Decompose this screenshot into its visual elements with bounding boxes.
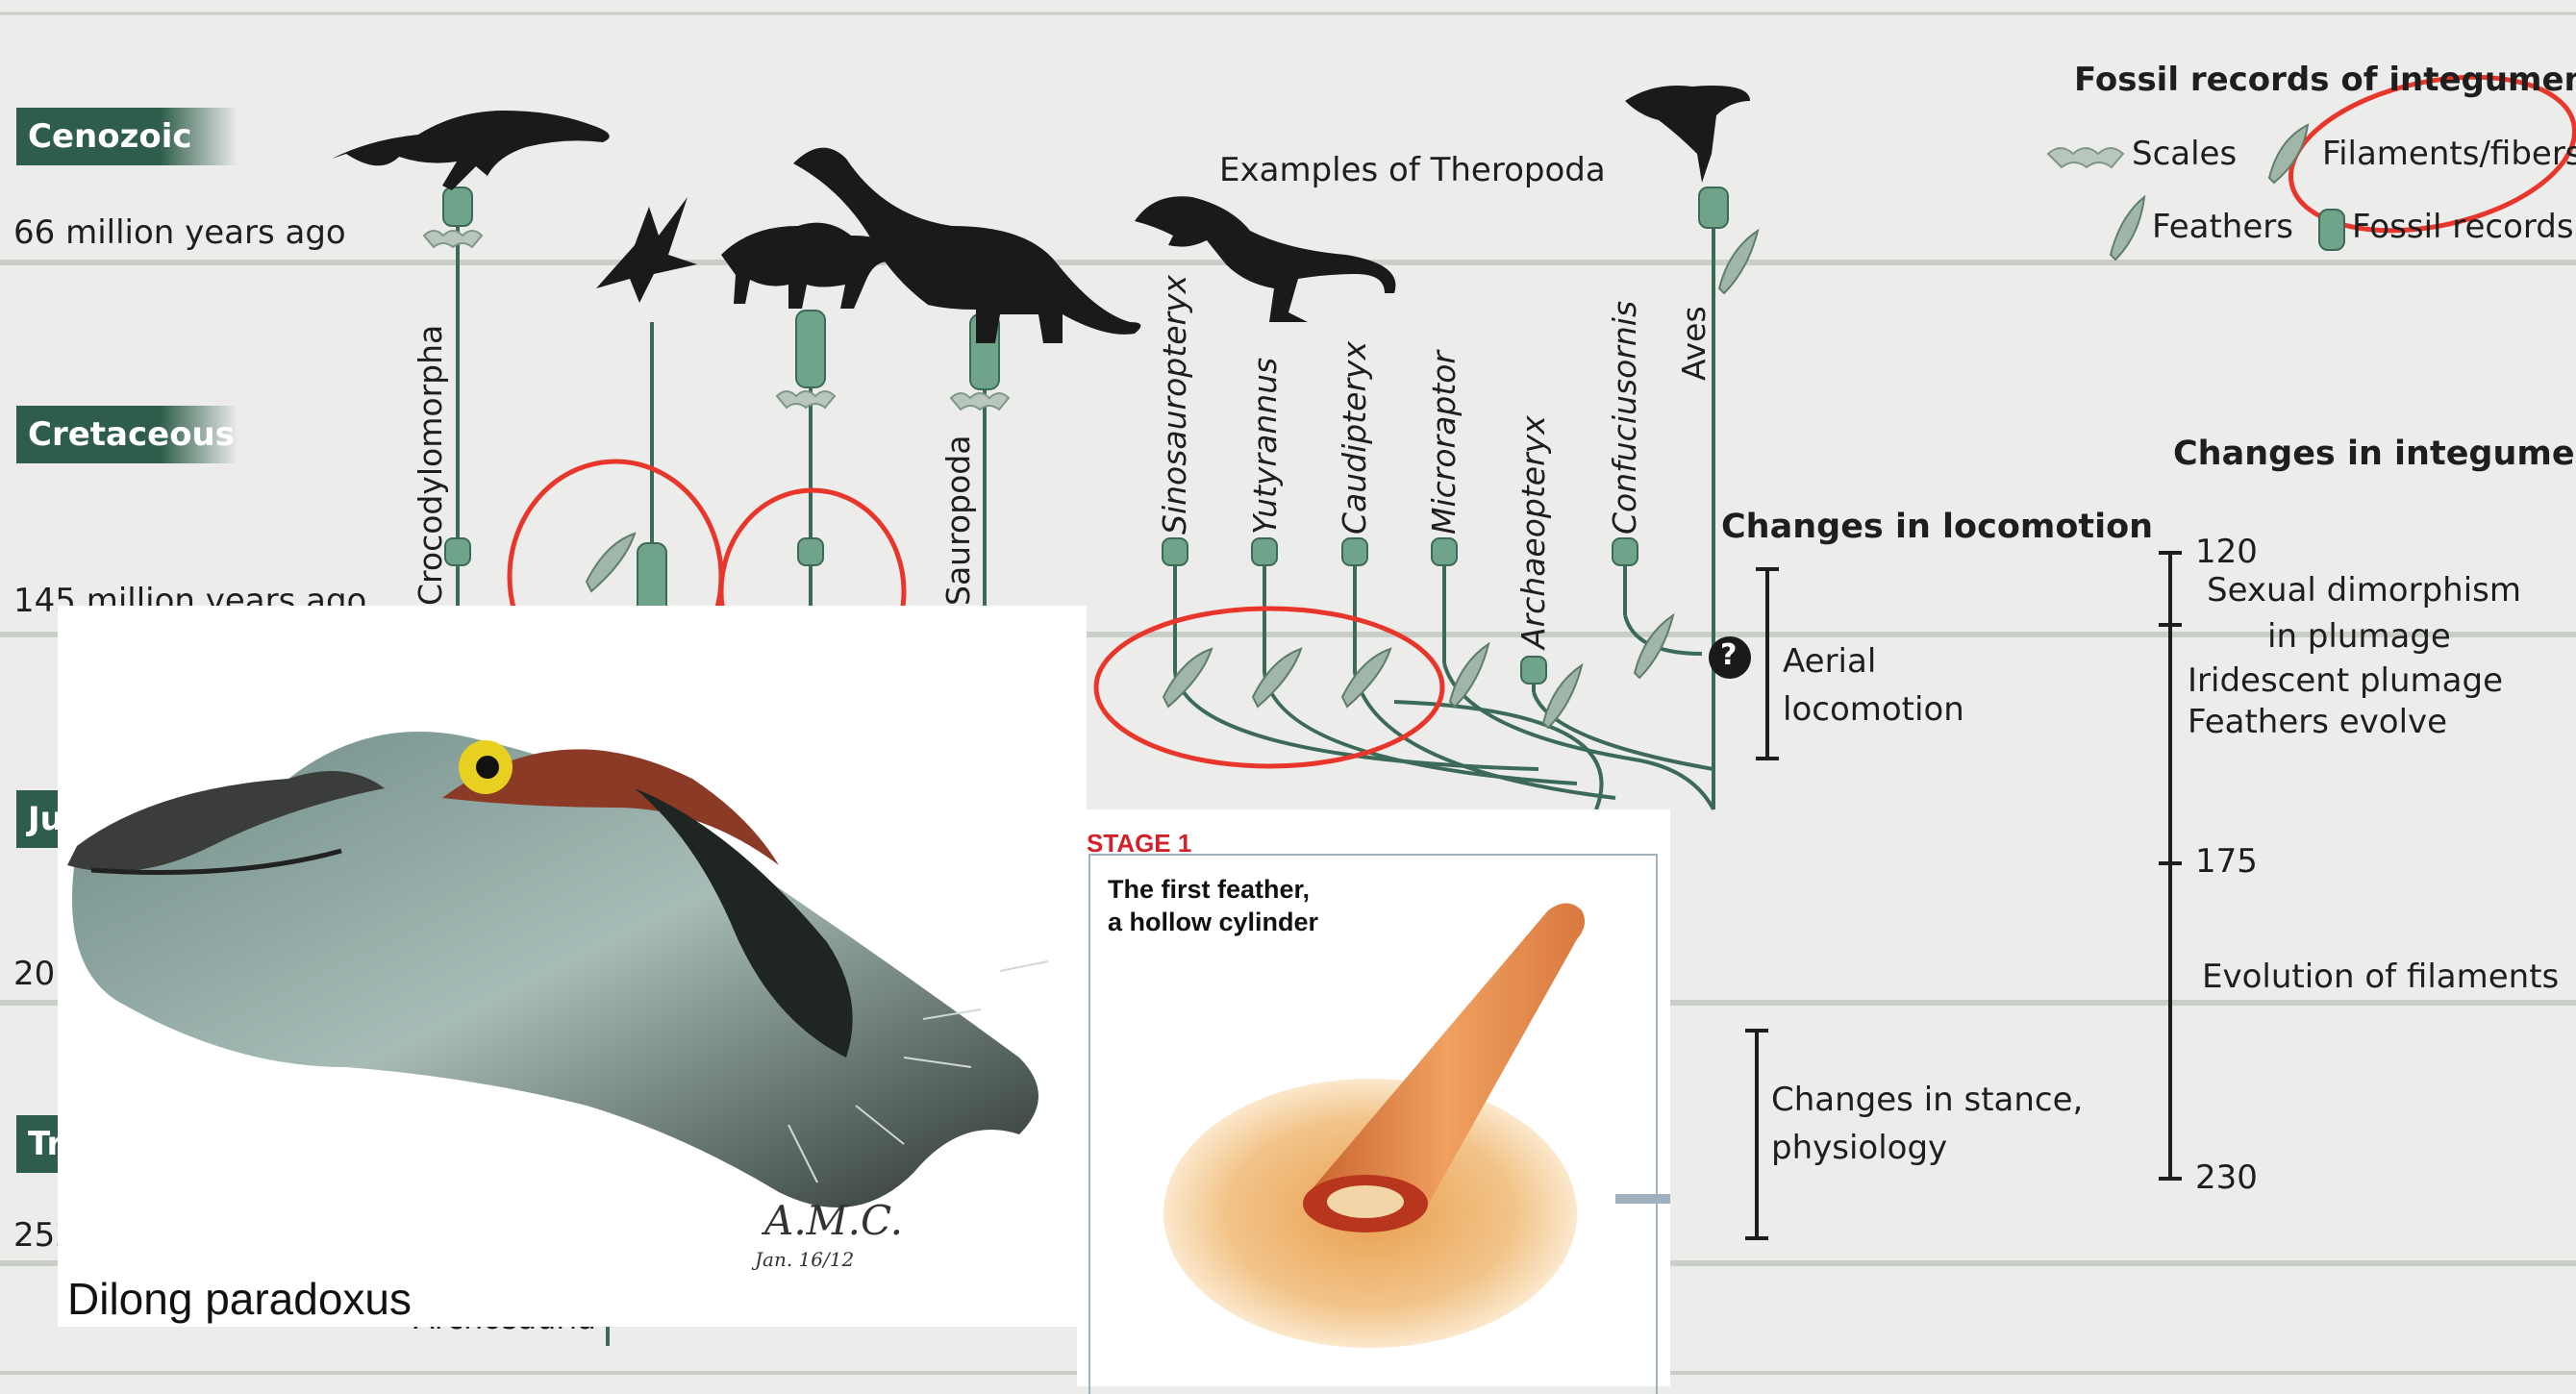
taxon-label-microraptor: Microraptor (1425, 351, 1463, 535)
aerial-locomotion-line2: locomotion (1783, 690, 1964, 729)
bird-silhouette (1625, 86, 1750, 183)
photo-caption: Dilong paradoxus (67, 1273, 412, 1325)
integument-note-iridescent: Iridescent plumage (2188, 661, 2503, 700)
era-tag-cretaceous: Cretaceous (16, 406, 238, 463)
signature-line2: Jan. 16/12 (755, 1248, 854, 1271)
integument-note-plumage: in plumage (2267, 617, 2451, 656)
stance-line2: physiology (1771, 1129, 1947, 1167)
taxon-label-sauropoda: Sauropoda (939, 436, 977, 606)
legend-filaments: Filaments/fibers (2322, 135, 2576, 173)
legend-feathers: Feathers (2152, 208, 2293, 246)
taxon-label-caudipteryx: Caudipteryx (1336, 341, 1373, 535)
time-label-66: 66 million years ago (13, 213, 346, 252)
integument-tick-120: 120 (2195, 533, 2258, 571)
integument-tick-230: 230 (2195, 1158, 2258, 1197)
locomotion-heading: Changes in locomotion (1721, 508, 2153, 546)
integument-tick-175: 175 (2195, 842, 2258, 881)
stance-line1: Changes in stance, (1771, 1081, 2083, 1119)
integument-note-filaments: Evolution of filaments (2202, 958, 2559, 996)
taxon-label-yutyrannus: Yutyrannus (1246, 358, 1284, 535)
taxon-label-confuciusornis: Confuciusornis (1606, 301, 1643, 535)
stage-1-panel: STAGE 1 The first feather, a hollow cyli… (1077, 809, 1670, 1386)
question-mark: ? (1720, 638, 1737, 672)
crocodile-silhouette (332, 111, 610, 190)
taxon-label-crocodylomorpha: Crocodylomorpha (412, 325, 449, 606)
integument-note-feathers: Feathers evolve (2188, 703, 2447, 741)
animal-silhouettes (332, 86, 1750, 343)
integument-heading: Changes in integument (2173, 435, 2576, 473)
legend-fossil-records: Fossil records (2352, 208, 2574, 246)
dilong-head-illustration (58, 606, 1087, 1327)
hollow-cylinder-illustration (1077, 809, 1670, 1386)
pterosaur-silhouette (596, 197, 697, 303)
theropoda-label: Examples of Theropoda (1219, 151, 1606, 189)
legend-title: Fossil records of integument (2074, 61, 2576, 99)
signature-line1: A.M.C. (764, 1197, 903, 1244)
taxon-label-archaeopteryx: Archaeopteryx (1514, 415, 1552, 649)
dilong-illustration-panel: A.M.C. Jan. 16/12 Dilong paradoxus (58, 606, 1087, 1327)
era-tag-cenozoic: Cenozoic (16, 108, 238, 165)
integument-note-dimorphism: Sexual dimorphism (2207, 571, 2521, 610)
taxon-label-sinosauropteryx: Sinosauropteryx (1156, 275, 1193, 535)
legend-scales: Scales (2132, 135, 2237, 173)
taxon-label-aves: Aves (1675, 306, 1713, 381)
aerial-locomotion-line1: Aerial (1783, 642, 1876, 681)
